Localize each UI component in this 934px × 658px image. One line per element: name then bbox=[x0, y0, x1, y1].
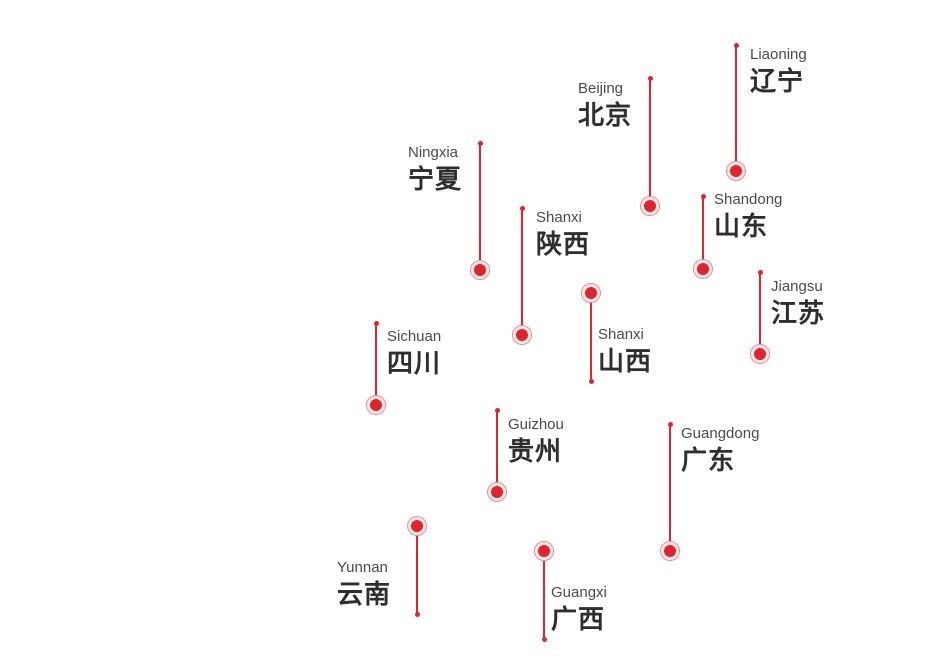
province-name-en: Sichuan bbox=[387, 328, 442, 345]
province-label: Jiangsu 江苏 bbox=[771, 278, 825, 330]
location-pin-icon[interactable] bbox=[470, 260, 490, 280]
location-pin-icon[interactable] bbox=[726, 161, 746, 181]
marker-stem bbox=[735, 45, 737, 171]
province-label: Sichuan 四川 bbox=[387, 328, 441, 380]
marker-stem bbox=[649, 78, 651, 206]
location-pin-icon[interactable] bbox=[581, 283, 601, 303]
marker-tip bbox=[733, 42, 739, 48]
location-pin-icon[interactable] bbox=[407, 516, 427, 536]
marker-tip bbox=[477, 140, 483, 146]
location-pin-icon[interactable] bbox=[660, 541, 680, 561]
marker-tip bbox=[519, 205, 525, 211]
marker-stem bbox=[590, 293, 592, 381]
province-label: Yunnan 云南 bbox=[337, 559, 391, 611]
province-name-zh: 四川 bbox=[387, 349, 442, 379]
marker-stem bbox=[759, 272, 761, 354]
province-name-en: Liaoning bbox=[750, 46, 807, 63]
province-name-en: Ningxia bbox=[408, 144, 459, 161]
province-name-zh: 广西 bbox=[551, 605, 606, 635]
marker-stem bbox=[669, 424, 671, 551]
marker-stem bbox=[479, 143, 481, 270]
location-pin-icon[interactable] bbox=[534, 541, 554, 561]
marker-stem bbox=[521, 208, 523, 335]
marker-stem bbox=[496, 410, 498, 492]
province-label: Shandong 山东 bbox=[714, 191, 782, 243]
location-pin-icon[interactable] bbox=[640, 196, 660, 216]
province-name-zh: 陕西 bbox=[536, 230, 591, 260]
province-label: Shanxi 陕西 bbox=[536, 209, 590, 261]
location-pin-icon[interactable] bbox=[512, 325, 532, 345]
province-label: Ningxia 宁夏 bbox=[408, 144, 462, 196]
province-name-en: Shandong bbox=[714, 191, 783, 208]
marker-tip bbox=[757, 269, 763, 275]
province-name-zh: 山西 bbox=[598, 347, 653, 377]
province-name-zh: 宁夏 bbox=[408, 165, 463, 195]
province-name-zh: 山东 bbox=[714, 212, 769, 242]
marker-tip bbox=[647, 75, 653, 81]
province-name-en: Guangdong bbox=[681, 425, 760, 442]
province-name-zh: 贵州 bbox=[508, 437, 563, 467]
province-name-en: Beijing bbox=[578, 80, 624, 97]
province-name-en: Yunnan bbox=[337, 559, 388, 576]
marker-tip bbox=[414, 611, 420, 617]
marker-tip bbox=[373, 320, 379, 326]
province-name-zh: 北京 bbox=[578, 101, 633, 131]
marker-tip bbox=[667, 421, 673, 427]
marker-tip bbox=[541, 636, 547, 642]
marker-tip bbox=[700, 193, 706, 199]
province-label: Guangdong 广东 bbox=[681, 425, 759, 477]
province-name-en: Shanxi bbox=[598, 326, 644, 343]
location-pin-icon[interactable] bbox=[366, 395, 386, 415]
marker-tip bbox=[588, 378, 594, 384]
location-pin-icon[interactable] bbox=[487, 482, 507, 502]
province-label: Beijing 北京 bbox=[578, 80, 632, 132]
province-name-en: Guizhou bbox=[508, 416, 564, 433]
province-name-en: Jiangsu bbox=[771, 278, 823, 295]
province-name-zh: 云南 bbox=[337, 580, 392, 610]
marker-tip bbox=[494, 407, 500, 413]
marker-stem bbox=[702, 196, 704, 269]
province-label: Shanxi 山西 bbox=[598, 326, 652, 378]
location-pin-icon[interactable] bbox=[693, 259, 713, 279]
marker-stem bbox=[375, 323, 377, 405]
province-label: Liaoning 辽宁 bbox=[750, 46, 807, 98]
province-name-en: Guangxi bbox=[551, 584, 607, 601]
province-name-zh: 辽宁 bbox=[750, 67, 805, 97]
location-pin-icon[interactable] bbox=[750, 344, 770, 364]
province-name-zh: 广东 bbox=[681, 446, 736, 476]
province-name-en: Shanxi bbox=[536, 209, 582, 226]
marker-stem bbox=[543, 551, 545, 639]
province-name-zh: 江苏 bbox=[771, 299, 826, 329]
province-label: Guizhou 贵州 bbox=[508, 416, 564, 468]
province-label: Guangxi 广西 bbox=[551, 584, 607, 636]
marker-stem bbox=[416, 526, 418, 614]
